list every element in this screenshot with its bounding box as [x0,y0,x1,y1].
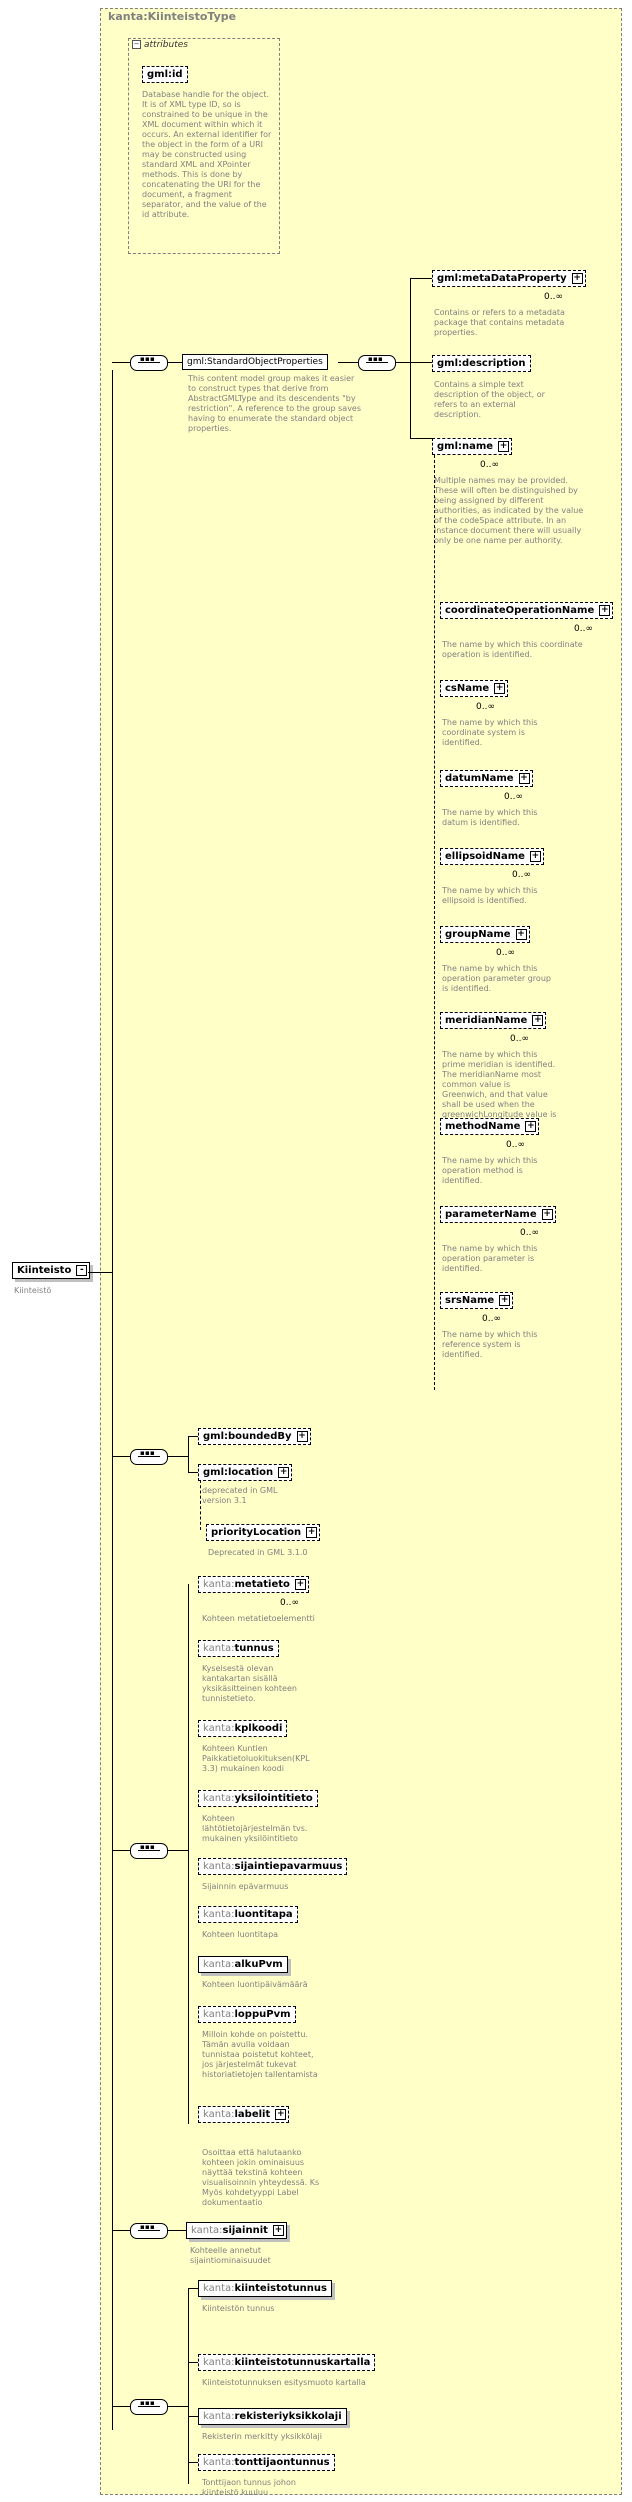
kanta-kiinteistotunnuskartalla[interactable]: kanta:kiinteistotunnuskartalla [198,2354,376,2371]
kanta-luontitapa[interactable]: kanta:luontitapa [198,1906,298,1923]
coordinate-operation-name[interactable]: coordinateOperationName [440,602,614,619]
gml-name-desc: Multiple names may be provided. These wi… [434,476,584,545]
main-sequence-line [112,370,113,2430]
kanta-tonttijaontunnus[interactable]: kanta:tonttijaontunnus [198,2454,335,2471]
gml-location-desc: deprecated in GML version 3.1 [202,1486,278,1505]
kanta-kplkoodi[interactable]: kanta:kplkoodi [198,1720,288,1737]
attributes-header[interactable]: −attributes [132,40,188,50]
occurrence: 0..∞ [544,292,563,302]
kanta-metatieto[interactable]: kanta:metatieto [198,1576,309,1593]
gml-name[interactable]: gml:name [432,438,513,455]
attributes-label: attributes [144,40,188,50]
substitution-line [434,455,435,1390]
root-element-desc: Kiinteistö [14,1286,52,1295]
sequence-6[interactable] [130,2399,168,2415]
sequence-5[interactable] [130,2223,168,2239]
priority-location[interactable]: priorityLocation [206,1524,321,1541]
collapse-icon[interactable]: − [132,40,141,49]
kanta-labelit[interactable]: kanta:labelit [198,2106,290,2123]
gml-description[interactable]: gml:description [432,355,531,372]
occurrence: 0..∞ [480,460,499,470]
kanta-rekisteriyksikkolaji[interactable]: kanta:rekisteriyksikkolaji [198,2408,347,2425]
kanta-sijaintiepavarmuus[interactable]: kanta:sijaintiepavarmuus [198,1858,348,1875]
priority-location-desc: Deprecated in GML 3.1.0 [208,1548,308,1557]
kanta-sijainnit-desc: Kohteelle annetut sijaintiominaisuudet [190,2246,271,2265]
attr-gml-id-desc: Database handle for the object. It is of… [142,90,272,219]
meridian-name[interactable]: meridianName [440,1012,547,1029]
sequence-4[interactable] [130,1843,168,1859]
group-standard-object-properties-desc: This content model group makes it easier… [188,374,362,433]
sequence-3[interactable] [130,1449,168,1465]
gml-description-desc: Contains a simple text description of th… [434,380,545,419]
type-title: kanta:KiinteistoType [108,10,237,23]
ellipsoid-name[interactable]: ellipsoidName [440,848,544,865]
sequence-2[interactable] [358,355,396,371]
kanta-sijainnit[interactable]: kanta:sijainnit [186,2222,287,2239]
kanta-yksilointitieto[interactable]: kanta:yksilointitieto [198,1790,318,1807]
root-element[interactable]: Kiinteisto [12,1262,91,1279]
gml-boundedby[interactable]: gml:boundedBy [198,1428,311,1445]
datum-name[interactable]: datumName [440,770,533,787]
kanta-tunnus[interactable]: kanta:tunnus [198,1640,279,1657]
attr-gml-id[interactable]: gml:id [142,66,188,83]
parameter-name[interactable]: parameterName [440,1206,556,1223]
kanta-kiinteistotunnus[interactable]: kanta:kiinteistotunnus [198,2280,332,2297]
group-name[interactable]: groupName [440,926,530,943]
kanta-alkupvm[interactable]: kanta:alkuPvm [198,1956,288,1973]
kanta-loppupvm[interactable]: kanta:loppuPvm [198,2006,296,2023]
group-standard-object-properties[interactable]: gml:StandardObjectProperties [182,354,328,370]
type-container [100,8,622,2495]
sequence-1[interactable] [130,355,168,371]
method-name[interactable]: methodName [440,1118,540,1135]
gml-metadataproperty[interactable]: gml:metaDataProperty [432,270,586,287]
gml-location[interactable]: gml:location [198,1464,293,1481]
gml-metadataproperty-desc: Contains or refers to a metadata package… [434,308,565,337]
srs-name[interactable]: srsName [440,1292,514,1309]
cs-name[interactable]: csName [440,680,509,697]
